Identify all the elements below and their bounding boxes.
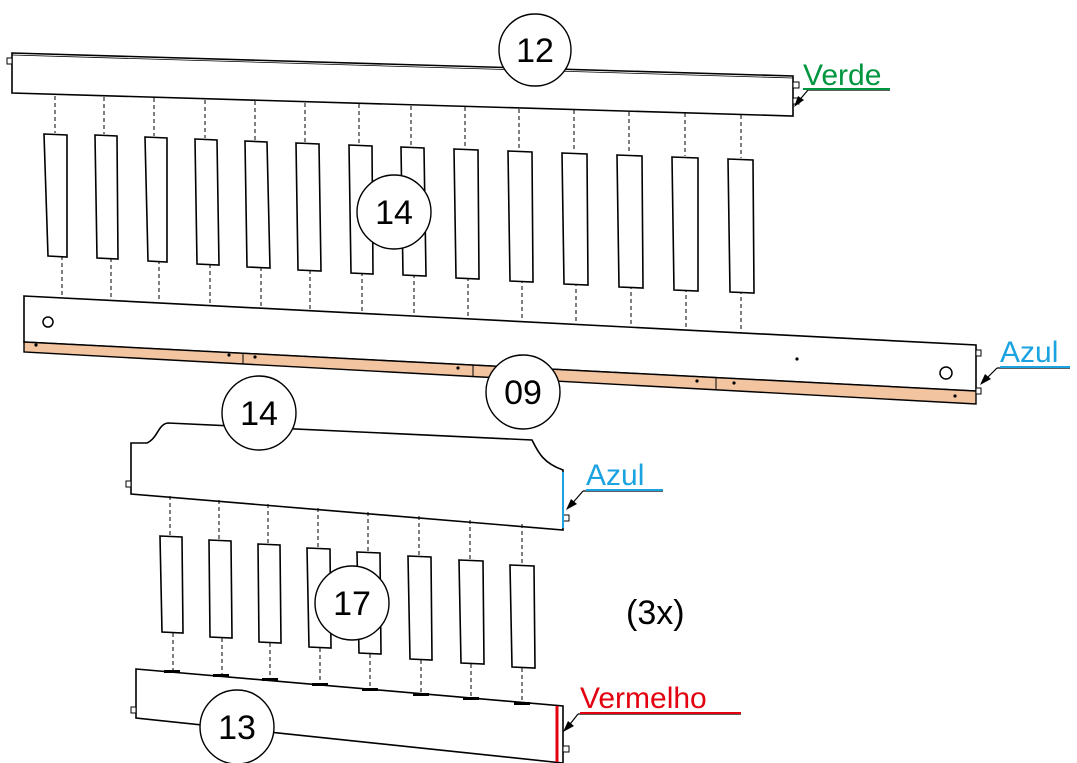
label-azul-upper: Azul — [1000, 336, 1058, 369]
part-number-14-lower: 14 — [240, 395, 278, 433]
part-number-17: 17 — [333, 585, 371, 623]
part-circle-13 — [199, 689, 275, 763]
headboard-rail — [125, 422, 570, 531]
callout-azul-upper: Azul — [980, 336, 1070, 385]
part-number-12: 12 — [516, 32, 554, 70]
guide-lines-lower — [169, 496, 523, 705]
part-circles — [199, 13, 572, 763]
label-vermelho: Vermelho — [580, 682, 707, 715]
upper-slats — [43, 133, 755, 294]
label-verde: Verde — [803, 59, 881, 92]
part-circle-12 — [498, 13, 572, 87]
callout-vermelho: Vermelho — [563, 682, 741, 732]
part-circle-14-upper — [356, 174, 432, 250]
part-number-13: 13 — [218, 709, 256, 747]
part-circle-14-lower — [221, 375, 297, 451]
label-azul-lower: Azul — [586, 459, 644, 492]
callout-azul-lower: Azul — [562, 459, 663, 528]
part-number-09: 09 — [504, 374, 542, 412]
quantity-label: (3x) — [626, 594, 685, 632]
guide-lines-upper — [54, 96, 742, 333]
bottom-rail-lower — [130, 668, 570, 763]
part-circle-17 — [314, 565, 390, 641]
callout-verde: Verde — [794, 59, 890, 107]
part-number-14-upper: 14 — [375, 194, 413, 232]
part-circle-09 — [485, 354, 561, 430]
top-rail — [6, 52, 800, 117]
